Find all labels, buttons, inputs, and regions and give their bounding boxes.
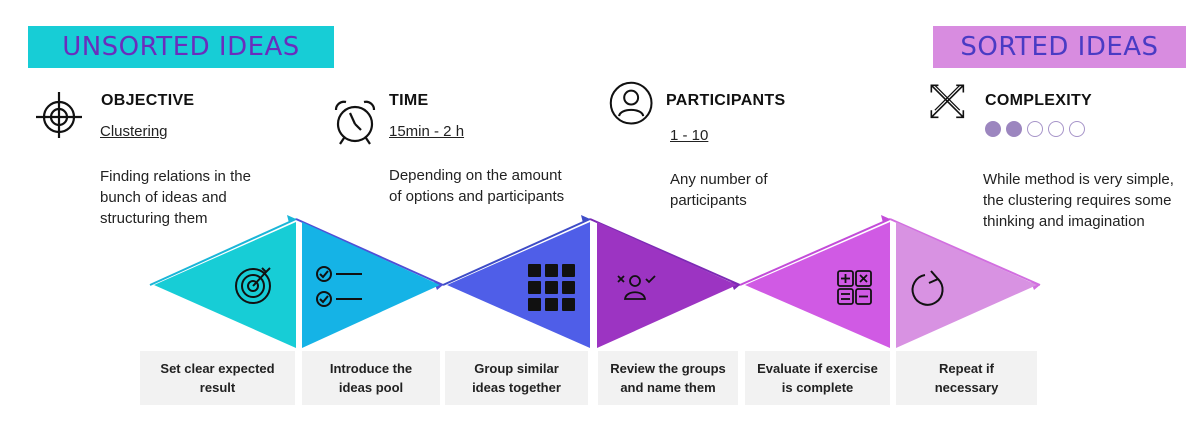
step-3-triangle [447, 222, 590, 348]
connector-line [442, 218, 591, 286]
complexity-dot [1027, 121, 1043, 137]
objective-value: Clustering [100, 123, 168, 140]
person-icon [609, 81, 653, 125]
participants-title: PARTICIPANTS [666, 92, 786, 109]
grid-icon [528, 264, 575, 311]
step-label-4: Review the groups and name them [598, 351, 738, 405]
checklist-icon [316, 266, 362, 307]
complexity-description: While method is very simple, the cluster… [983, 171, 1174, 230]
sorted-ideas-banner: SORTED IDEAS [933, 26, 1186, 68]
complexity-dot [1006, 121, 1022, 137]
step-2-triangle [302, 222, 440, 348]
complexity-dot [1069, 121, 1085, 137]
time-title: TIME [389, 92, 429, 109]
step-label-6: Repeat if necessary [896, 351, 1037, 405]
step-1-triangle [154, 222, 296, 348]
repeat-icon [911, 270, 944, 306]
participants-description: Any number of participants [670, 171, 768, 209]
unsorted-ideas-banner: UNSORTED IDEAS [28, 26, 334, 68]
target-crosshair-icon [36, 92, 82, 138]
step-6-triangle [896, 222, 1037, 348]
step-label-5: Evaluate if exercise is complete [745, 351, 890, 405]
target-icon [235, 267, 271, 304]
step-5-triangle [745, 222, 890, 348]
complexity-dot [985, 121, 1001, 137]
complexity-dot [1048, 121, 1064, 137]
calculator-icon [837, 270, 872, 305]
participants-value: 1 - 10 [670, 127, 709, 144]
connector-line [889, 218, 1041, 286]
connector-line [589, 218, 741, 286]
alarm-clock-icon [334, 100, 376, 145]
step-4-triangle [597, 222, 737, 348]
step-label-1: Set clear expected result [140, 351, 295, 405]
step-label-3: Group similar ideas together [445, 351, 588, 405]
review-person-icon [617, 275, 656, 300]
time-description: Depending on the amount of options and p… [389, 167, 565, 205]
step-label-2: Introduce the ideas pool [302, 351, 440, 405]
time-value: 15min - 2 h [389, 123, 465, 140]
objective-description: Finding relations in the bunch of ideas … [100, 168, 251, 227]
complexity-rating [985, 121, 1085, 137]
crossing-arrows-icon [930, 84, 965, 119]
objective-title: OBJECTIVE [101, 92, 195, 109]
connector-line [739, 218, 891, 286]
connector-line [149, 218, 297, 286]
connector-line [295, 218, 444, 286]
complexity-title: COMPLEXITY [985, 92, 1093, 109]
